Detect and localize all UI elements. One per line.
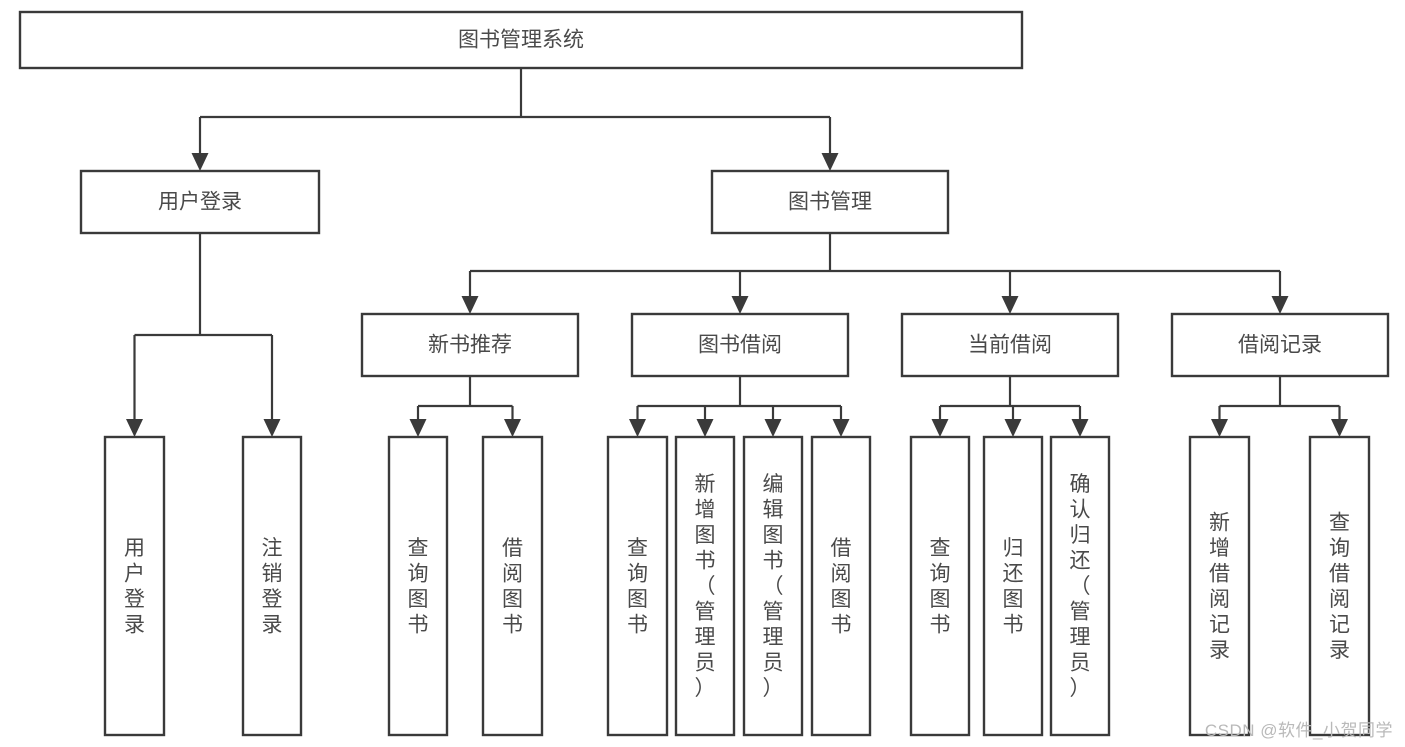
node-leaf-确认归还管理员[interactable]: 确认归还（管理员） <box>1049 435 1111 737</box>
node-label: 当前借阅 <box>968 334 1052 357</box>
arrow-head <box>629 419 646 437</box>
node-leaf-查询图书[interactable]: 查询图书 <box>909 435 971 737</box>
node-level3-图书借阅[interactable]: 图书借阅 <box>630 312 850 378</box>
arrow-head <box>764 419 782 437</box>
node-box <box>900 312 1120 378</box>
node-label: 新增借阅记录 <box>1209 511 1230 662</box>
arrow-head <box>504 419 521 437</box>
node-label: 图书借阅 <box>698 334 782 357</box>
node-layer: 图书管理系统用户登录图书管理新书推荐图书借阅当前借阅借阅记录用户登录注销登录查询… <box>18 10 1390 737</box>
node-box <box>1049 435 1111 737</box>
arrow-head <box>1004 419 1022 437</box>
arrow-head <box>191 153 209 171</box>
arrow-head <box>1271 296 1289 314</box>
arrow-head <box>126 419 143 437</box>
node-box <box>710 169 950 235</box>
node-leaf-借阅图书[interactable]: 借阅图书 <box>810 435 872 737</box>
arrow-head <box>263 419 281 437</box>
node-leaf-新增图书管理员[interactable]: 新增图书（管理员） <box>674 435 736 737</box>
node-leaf-用户登录[interactable]: 用户登录 <box>103 435 166 737</box>
node-label: 注销登录 <box>262 537 283 637</box>
node-level3-借阅记录[interactable]: 借阅记录 <box>1170 312 1390 378</box>
node-box <box>481 435 544 737</box>
node-label: 新书推荐 <box>428 334 512 357</box>
node-label: 新增图书（管理员） <box>695 473 716 700</box>
arrow-head <box>461 296 479 314</box>
arrow-head <box>1331 419 1348 437</box>
node-level3-新书推荐[interactable]: 新书推荐 <box>360 312 580 378</box>
arrow-head <box>1001 296 1019 314</box>
node-box <box>1308 435 1371 737</box>
node-label: 查询图书 <box>627 537 648 637</box>
node-box <box>810 435 872 737</box>
node-label: 借阅图书 <box>831 537 852 637</box>
node-leaf-编辑图书管理员[interactable]: 编辑图书（管理员） <box>742 435 804 737</box>
node-root-图书管理系统[interactable]: 图书管理系统 <box>18 10 1024 70</box>
connector-layer <box>126 68 1348 437</box>
node-leaf-查询图书[interactable]: 查询图书 <box>387 435 449 737</box>
node-leaf-借阅图书[interactable]: 借阅图书 <box>481 435 544 737</box>
node-box <box>241 435 303 737</box>
node-box <box>1188 435 1251 737</box>
node-label: 图书管理系统 <box>458 29 584 52</box>
node-leaf-查询图书[interactable]: 查询图书 <box>606 435 669 737</box>
watermark-label: CSDN @软件_小贺同学 <box>1204 721 1393 740</box>
node-box <box>909 435 971 737</box>
node-level3-当前借阅[interactable]: 当前借阅 <box>900 312 1120 378</box>
node-label: 用户登录 <box>158 191 242 214</box>
node-box <box>742 435 804 737</box>
node-leaf-查询借阅记录[interactable]: 查询借阅记录 <box>1308 435 1371 737</box>
node-box <box>674 435 736 737</box>
node-label: 用户登录 <box>124 537 145 637</box>
arrow-head <box>731 296 749 314</box>
node-label: 借阅图书 <box>502 537 523 637</box>
node-label: 查询图书 <box>408 537 429 637</box>
arrow-head <box>409 419 427 437</box>
node-label: 图书管理 <box>788 191 872 214</box>
node-leaf-新增借阅记录[interactable]: 新增借阅记录 <box>1188 435 1251 737</box>
node-label: 借阅记录 <box>1238 334 1322 357</box>
arrow-head <box>696 419 714 437</box>
arrow-head <box>821 153 839 171</box>
node-label: 归还图书 <box>1003 537 1024 637</box>
node-box <box>982 435 1044 737</box>
node-box <box>103 435 166 737</box>
node-box <box>630 312 850 378</box>
arrow-head <box>832 419 850 437</box>
arrow-head <box>1211 419 1228 437</box>
node-label: 确认归还（管理员） <box>1070 473 1091 700</box>
node-box <box>360 312 580 378</box>
node-label: 查询借阅记录 <box>1329 511 1350 662</box>
arrow-head <box>931 419 949 437</box>
node-level2-图书管理[interactable]: 图书管理 <box>710 169 950 235</box>
node-box <box>1170 312 1390 378</box>
node-label: 编辑图书（管理员） <box>763 473 784 700</box>
node-leaf-归还图书[interactable]: 归还图书 <box>982 435 1044 737</box>
node-box <box>18 10 1024 70</box>
arrow-head <box>1071 419 1089 437</box>
node-level2-用户登录[interactable]: 用户登录 <box>79 169 321 235</box>
node-label: 查询图书 <box>930 537 951 637</box>
node-box <box>79 169 321 235</box>
node-leaf-注销登录[interactable]: 注销登录 <box>241 435 303 737</box>
node-box <box>606 435 669 737</box>
node-box <box>387 435 449 737</box>
